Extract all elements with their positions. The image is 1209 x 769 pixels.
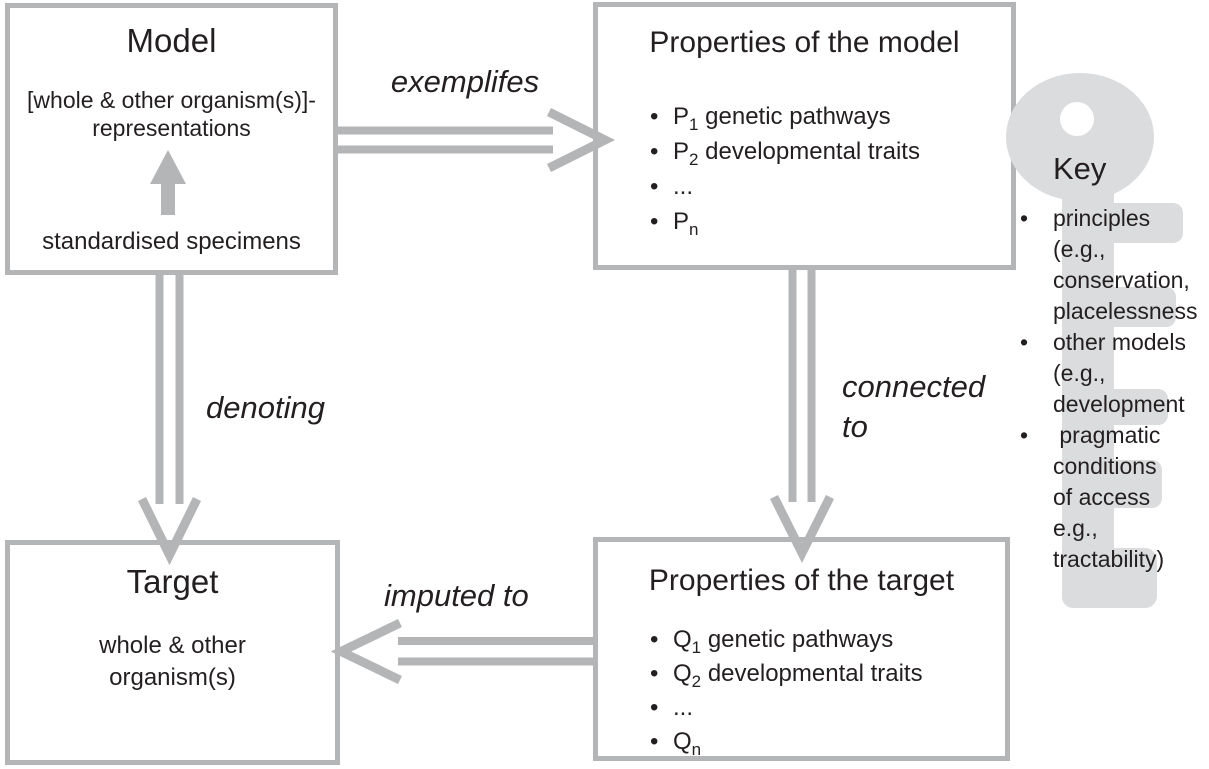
target-box-subtitle: whole & other organism(s) bbox=[5, 630, 340, 694]
list-item: •Q1 genetic pathways bbox=[650, 623, 923, 657]
exemplifies-arrow-icon bbox=[336, 107, 616, 173]
bullet-icon: • bbox=[650, 660, 659, 687]
list-item: •Q2 developmental traits bbox=[650, 657, 923, 691]
list-item: •P1 genetic pathways bbox=[650, 99, 920, 134]
target-box bbox=[5, 540, 340, 765]
properties-of-target-title: Properties of the target bbox=[648, 564, 955, 597]
bullet-icon: • bbox=[650, 173, 659, 200]
model-box-caption: standardised specimens bbox=[42, 228, 301, 255]
key-list: • principles (e.g., conservation, placel… bbox=[1020, 203, 1209, 575]
key-item-other-models: • other models (e.g., development bbox=[1020, 327, 1209, 420]
connected-to-arrow-label: connected to bbox=[842, 367, 985, 447]
model-subtitle-line: [whole & other organism(s)]- bbox=[27, 87, 316, 113]
properties-of-target-box bbox=[593, 537, 1010, 761]
imputed-to-arrow-icon bbox=[330, 618, 595, 685]
bullet-icon: • bbox=[1020, 329, 1029, 355]
bullet-icon: • bbox=[650, 626, 659, 653]
list-item: •Qn bbox=[650, 725, 923, 759]
list-item: •... bbox=[650, 169, 920, 204]
bullet-icon: • bbox=[650, 694, 659, 721]
bullet-icon: • bbox=[650, 138, 659, 165]
model-subtitle-line: representations bbox=[92, 115, 251, 141]
bullet-icon: • bbox=[1020, 205, 1029, 231]
key-item-text: principles (e.g., conservation, placeles… bbox=[1053, 205, 1198, 324]
properties-of-model-title: Properties of the model bbox=[649, 26, 960, 59]
key-title: Key bbox=[1053, 151, 1107, 186]
properties-of-target-list: •Q1 genetic pathways •Q2 developmental t… bbox=[650, 623, 923, 759]
key-item-pragmatic-conditions: • pragmatic conditions of access e.g., t… bbox=[1020, 420, 1209, 575]
denoting-arrow-label: denoting bbox=[206, 390, 325, 425]
list-item: •P2 developmental traits bbox=[650, 134, 920, 169]
list-item: •... bbox=[650, 691, 923, 725]
connected-to-label-line: to bbox=[842, 409, 868, 444]
properties-of-model-list: •P1 genetic pathways •P2 developmental t… bbox=[650, 99, 920, 239]
target-subtitle-line: whole & other bbox=[99, 632, 246, 659]
key-item-principles: • principles (e.g., conservation, placel… bbox=[1020, 203, 1209, 327]
connected-to-arrow-icon bbox=[769, 268, 835, 564]
connected-to-label-line: connected bbox=[842, 369, 986, 404]
target-box-title: Target bbox=[126, 563, 219, 600]
model-box-subtitle: [whole & other organism(s)]- representat… bbox=[5, 86, 338, 142]
bullet-icon: • bbox=[650, 103, 659, 130]
properties-of-model-box bbox=[593, 2, 1016, 270]
bullet-icon: • bbox=[1020, 422, 1029, 448]
exemplifies-arrow-label: exemplifes bbox=[390, 64, 540, 99]
model-box bbox=[5, 3, 338, 275]
model-box-title: Model bbox=[126, 22, 217, 59]
denoting-arrow-icon bbox=[137, 273, 202, 566]
target-subtitle-line: organism(s) bbox=[109, 664, 236, 691]
list-item: •Pn bbox=[650, 204, 920, 239]
key-item-text: other models (e.g., development bbox=[1053, 329, 1186, 417]
bullet-icon: • bbox=[650, 208, 659, 235]
bullet-icon: • bbox=[650, 728, 659, 755]
imputed-to-arrow-label: imputed to bbox=[384, 578, 529, 613]
key-item-text: pragmatic conditions of access e.g., tra… bbox=[1053, 422, 1165, 572]
